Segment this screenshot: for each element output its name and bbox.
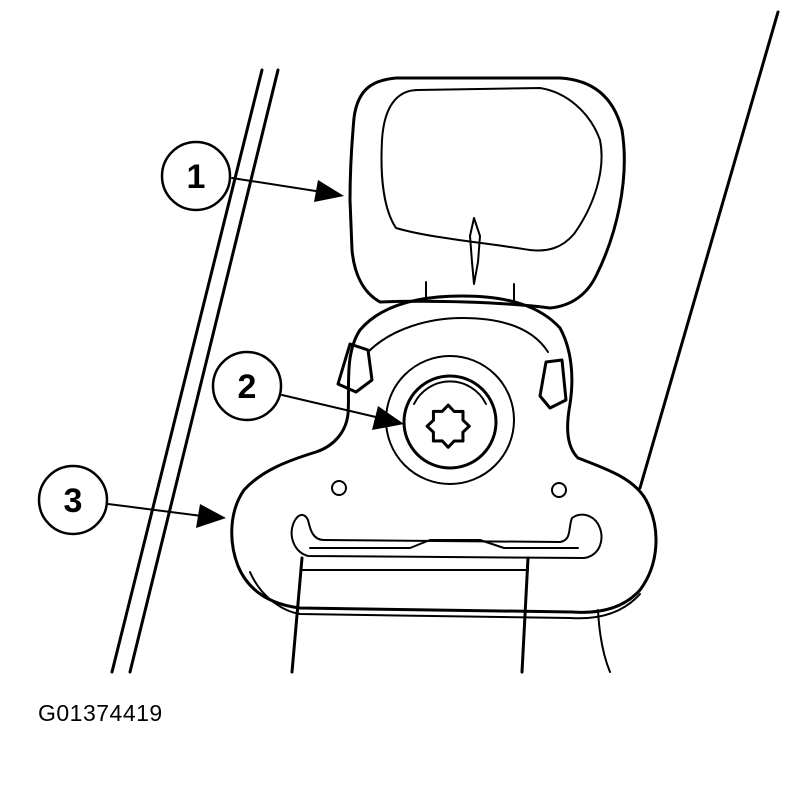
seat-belt-webbing — [290, 556, 530, 674]
anchor-loop — [348, 76, 626, 310]
leader-arrow-1 — [231, 177, 344, 202]
trim-panel-right-edge — [597, 10, 780, 673]
callout-label: 1 — [187, 158, 206, 196]
torx-star-icon — [425, 403, 471, 449]
callout-label: 2 — [238, 368, 257, 406]
callout-1: 1 — [160, 140, 232, 212]
callout-3: 3 — [37, 464, 109, 536]
leader-arrow-3 — [107, 503, 226, 528]
anchor-plate — [230, 294, 658, 620]
trim-panel-left-edge — [110, 68, 280, 674]
callout-2: 2 — [211, 350, 283, 422]
callout-label: 3 — [64, 482, 83, 520]
figure-id: G01374419 — [38, 700, 163, 726]
torx-bolt — [385, 355, 515, 485]
leader-arrow-2 — [281, 394, 404, 430]
